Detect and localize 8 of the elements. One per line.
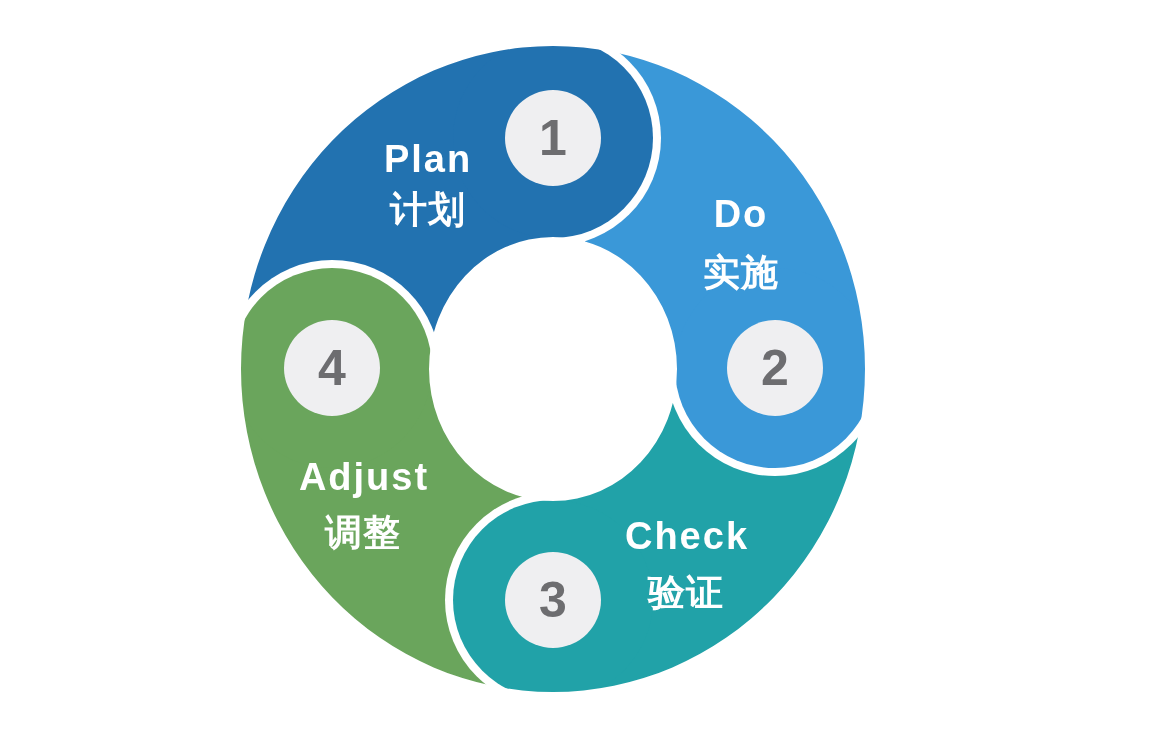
- step-subtitle: 调整: [325, 513, 401, 551]
- step-subtitle: 计划: [390, 190, 466, 228]
- step-subtitle: 实施: [703, 253, 779, 291]
- step-title: Do: [713, 195, 769, 233]
- step-title: Adjust: [298, 458, 430, 496]
- step-title: Plan: [383, 140, 473, 178]
- step-title: Check: [624, 517, 750, 555]
- step-subtitle: 验证: [648, 573, 724, 611]
